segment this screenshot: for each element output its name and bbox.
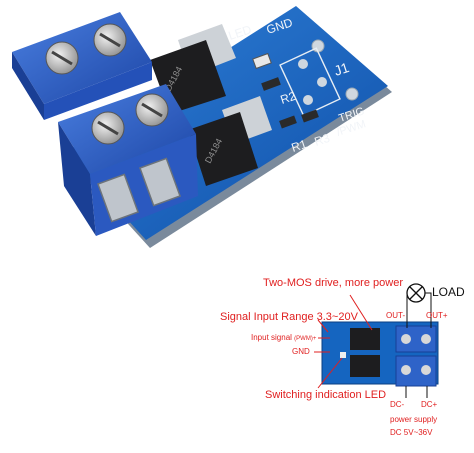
smd-led xyxy=(252,52,272,70)
dc-plus-label: DC+ xyxy=(421,400,438,409)
mosfet-board-photo: LED GND J1 R2 R1 R3 TRIG /PWM D4184 D418… xyxy=(12,6,392,248)
two-mos-heading: Two-MOS drive, more power xyxy=(263,277,403,289)
diagram-mosfet-bottom xyxy=(350,355,380,377)
switching-led-label: Switching indication LED xyxy=(265,389,387,401)
power-supply-label: power supply xyxy=(390,415,438,424)
wiring-diagram xyxy=(314,283,439,398)
out-minus-label: OUT- xyxy=(386,311,406,320)
diagram-mosfet-top xyxy=(350,328,380,350)
terminal-block-bottom xyxy=(58,84,198,236)
dc-range-label: DC 5V~36V xyxy=(390,428,433,437)
heading-leader xyxy=(349,294,373,331)
screw-icon xyxy=(401,365,411,375)
signal-range-leader xyxy=(317,319,329,333)
load-label: LOAD xyxy=(432,285,465,299)
screw-icon xyxy=(421,365,431,375)
terminal-block-top xyxy=(12,12,152,120)
input-signal-label: Input signal (PWM)+ xyxy=(251,333,317,343)
pcb-led-label: LED xyxy=(227,22,254,43)
pcb-r2-label: R2 xyxy=(279,89,298,107)
screw-icon xyxy=(421,334,431,344)
out-plus-label: OUT+ xyxy=(426,311,448,320)
pcb-r3-label: R3 xyxy=(313,131,332,149)
signal-range-label: Signal Input Range 3.3~20V xyxy=(220,311,358,323)
smd-resistors xyxy=(261,77,319,129)
load-lamp-icon xyxy=(406,283,426,303)
input-signal-pwm: (PWM)+ xyxy=(294,336,317,342)
input-signal-text: Input signal xyxy=(251,333,292,342)
led-leader xyxy=(317,357,343,389)
diagram-led xyxy=(340,352,346,358)
pcb-r1-label: R1 xyxy=(290,137,309,155)
out-plus-wire xyxy=(425,292,432,328)
pcb-j1-label: J1 xyxy=(332,59,351,79)
gnd-label: GND xyxy=(292,347,310,356)
dc-minus-label: DC- xyxy=(390,400,405,409)
mosfet-bottom: D4184 xyxy=(188,96,272,186)
screw-icon xyxy=(401,334,411,344)
